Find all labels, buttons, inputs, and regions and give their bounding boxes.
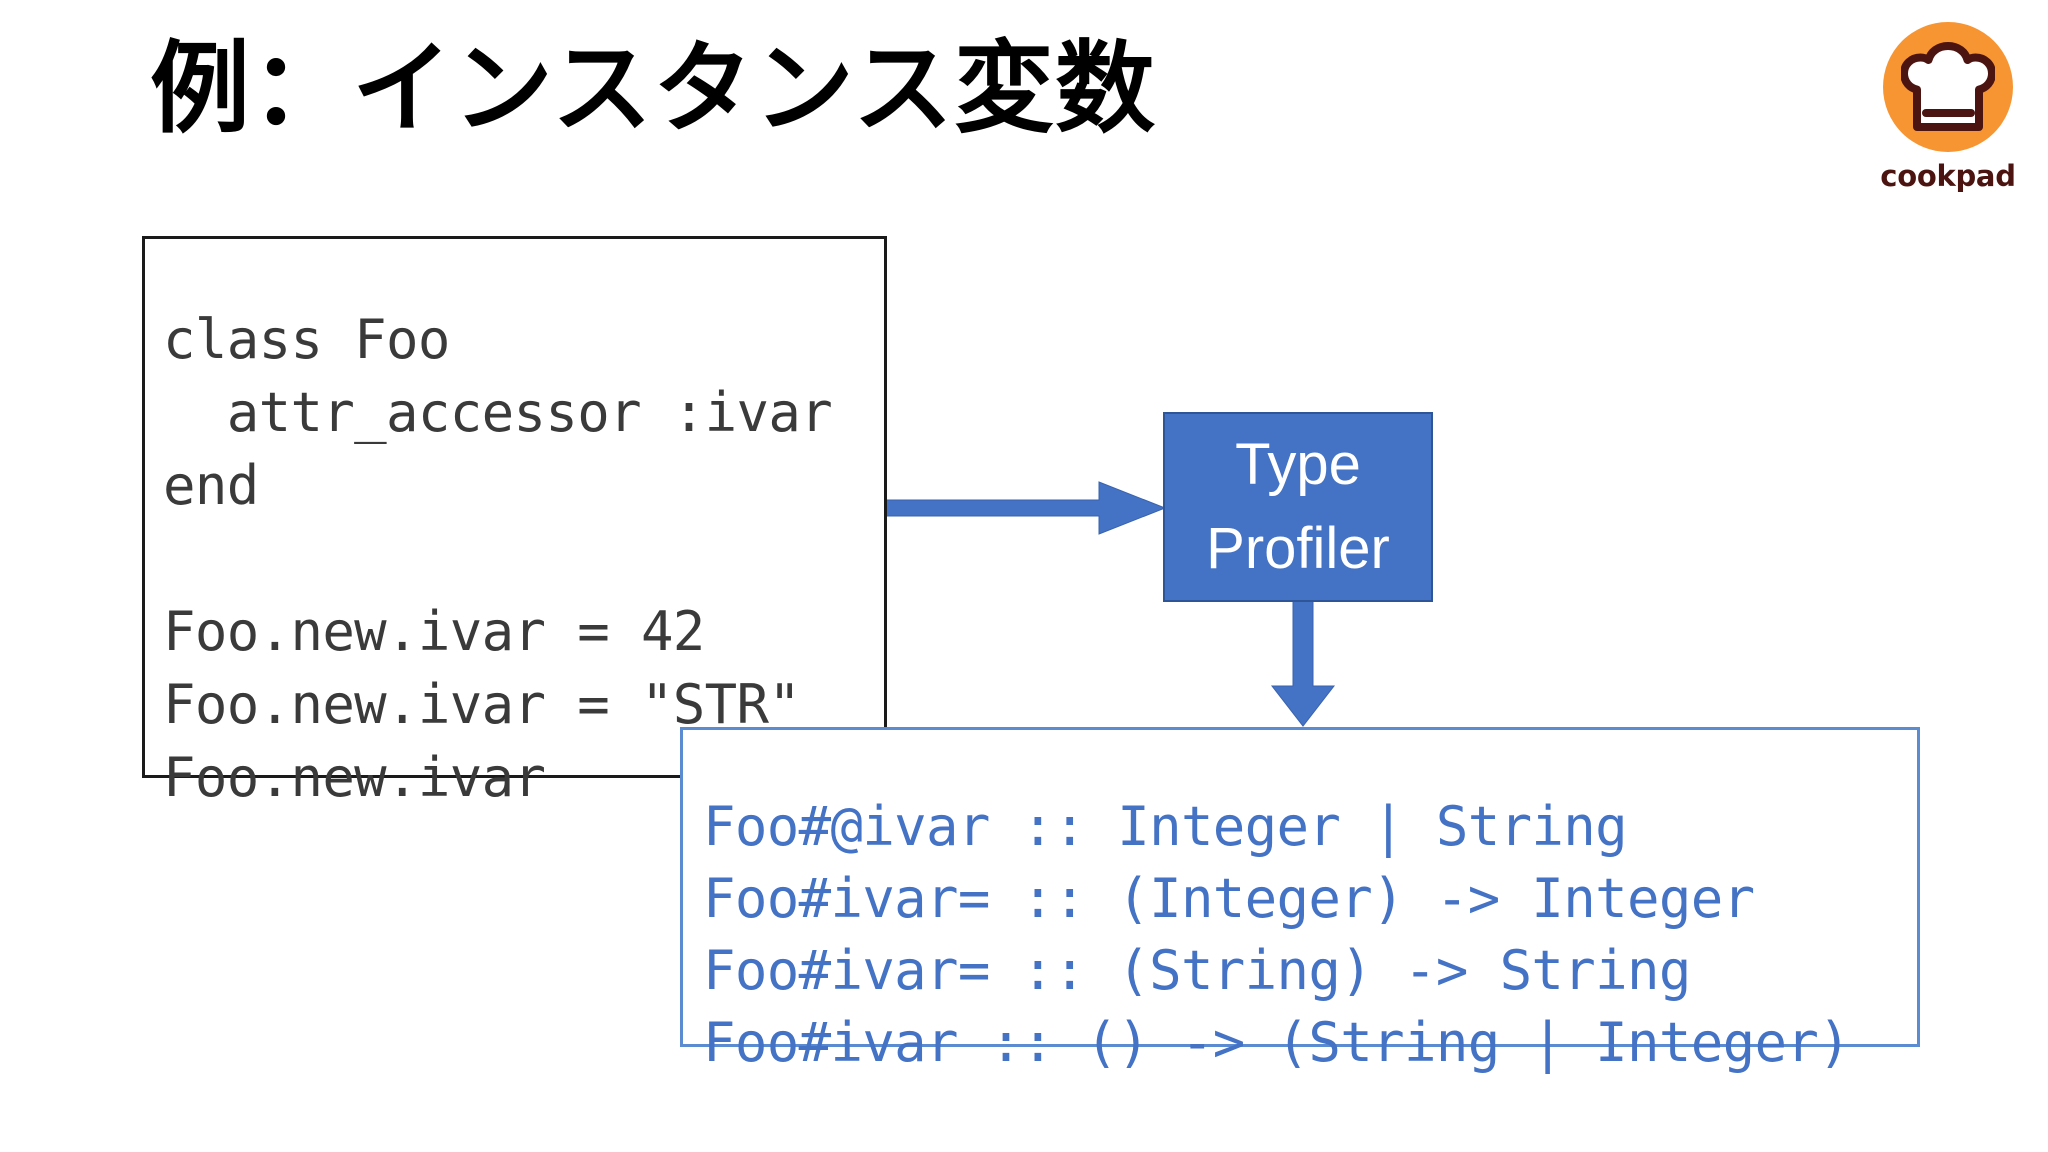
type-profiler-output-box: Foo#@ivar :: Integer | String Foo#ivar= …	[680, 727, 1920, 1074]
cookpad-logo: cookpad	[1872, 22, 2024, 212]
type-profiler-label-line2: Profiler	[1206, 516, 1390, 581]
cookpad-mark	[1883, 22, 2013, 152]
chef-hat-icon	[1901, 42, 1995, 131]
type-profiler-label-line1: Type	[1235, 432, 1361, 497]
page-title: 例：インスタンス変数	[150, 30, 1156, 147]
cookpad-wordmark: cookpad	[1880, 159, 2016, 193]
arrow-right-icon	[877, 481, 1167, 535]
ruby-source-code-text: class Foo attr_accessor :ivar end Foo.ne…	[163, 308, 833, 809]
type-profiler-box: Type Profiler	[1163, 412, 1433, 602]
type-profiler-output-text: Foo#@ivar :: Integer | String Foo#ivar= …	[703, 795, 1851, 1074]
ruby-source-code-box: class Foo attr_accessor :ivar end Foo.ne…	[142, 236, 887, 809]
arrow-down-icon	[1270, 598, 1336, 727]
